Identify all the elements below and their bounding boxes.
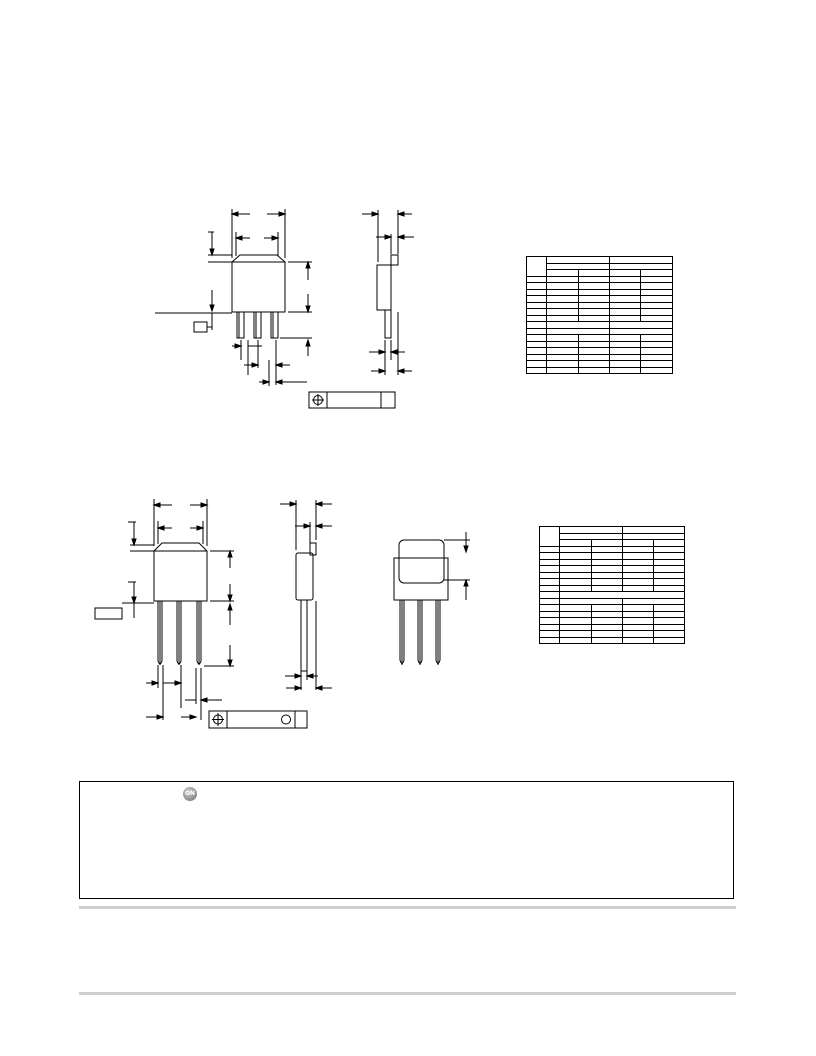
- bottom-package-side-view: [280, 500, 332, 691]
- top-dimensions-table: [526, 256, 673, 374]
- bottom-package-front-view: [94, 499, 308, 729]
- top-package-side-view: [362, 210, 414, 375]
- footer-divider-top: [79, 906, 736, 909]
- on-semiconductor-logo-icon: ON: [183, 787, 197, 801]
- bottom-package-back-view: [393, 532, 470, 665]
- footer-divider-bottom: [79, 992, 736, 995]
- bottom-dimensions-table: [539, 526, 685, 644]
- legal-notice-box: ON: [79, 781, 734, 899]
- top-package-front-view: [155, 209, 396, 409]
